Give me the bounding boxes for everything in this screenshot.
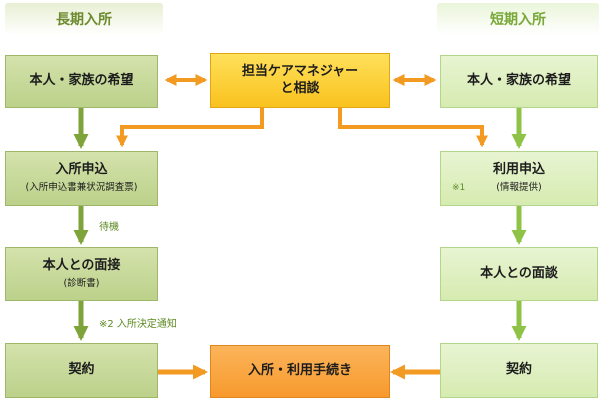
procedure-label: 入所・利用手続き xyxy=(247,363,352,379)
left-interview-box: 本人との面接 (診断書) xyxy=(5,247,158,301)
arrow-consult-to-left-apply xyxy=(116,108,264,148)
right-wish-box: 本人・家族の希望 xyxy=(440,55,598,108)
left-apply-title: 入所申込 xyxy=(55,162,108,178)
left-wish-box: 本人・家族の希望 xyxy=(5,55,158,108)
right-wish-label: 本人・家族の希望 xyxy=(466,73,571,89)
right-contract-label: 契約 xyxy=(505,362,532,378)
consult-care-manager-box: 担当ケアマネジャー と相談 xyxy=(210,53,390,108)
consult-line2: と相談 xyxy=(280,80,320,96)
left-apply-sub: (入所申込書兼状況調査票) xyxy=(25,182,138,194)
short-term-header: 短期入所 xyxy=(437,3,599,35)
waiting-note: 待機 xyxy=(99,222,119,233)
procedure-box: 入所・利用手続き xyxy=(210,345,390,398)
right-interview-label: 本人との面談 xyxy=(480,265,558,281)
left-wish-label: 本人・家族の希望 xyxy=(29,73,134,89)
right-apply-note: ※1 xyxy=(452,183,466,193)
right-contract-box: 契約 xyxy=(440,343,598,398)
left-interview-sub: (診断書) xyxy=(63,277,100,289)
right-apply-box: 利用申込 (情報提供) xyxy=(440,151,598,206)
left-contract-box: 契約 xyxy=(5,343,158,398)
right-apply-title: 利用申込 xyxy=(492,162,545,178)
admission-decision-note: ※2 入所決定通知 xyxy=(99,319,177,330)
right-apply-sub: (情報提供) xyxy=(496,182,542,194)
left-apply-box: 入所申込 (入所申込書兼状況調査票) xyxy=(5,151,158,206)
left-interview-title: 本人との面接 xyxy=(42,257,121,273)
consult-line1: 担当ケアマネジャー xyxy=(241,63,359,79)
right-interview-box: 本人との面談 xyxy=(440,247,598,301)
arrow-consult-to-right-apply xyxy=(338,108,488,148)
left-contract-label: 契約 xyxy=(68,362,95,378)
long-term-header: 長期入所 xyxy=(5,3,163,35)
